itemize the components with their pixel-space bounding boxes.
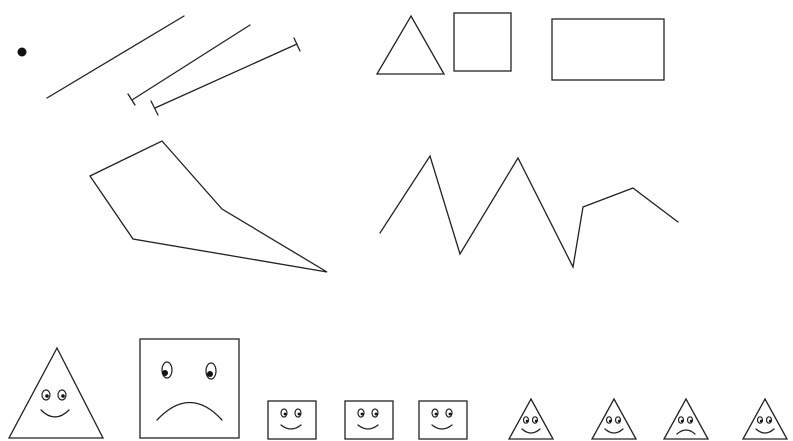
faces-row <box>9 339 787 439</box>
frown-mouth <box>157 403 222 421</box>
square-smile-face-2 <box>345 401 393 439</box>
triangle-figure <box>377 16 444 74</box>
open-polyline-figure <box>380 156 678 267</box>
smile-mouth <box>605 429 623 433</box>
closed-polygon-figure <box>90 141 327 272</box>
smile-mouth <box>358 425 378 429</box>
triangle-smile-face-small-1 <box>509 399 553 439</box>
smile-mouth <box>41 410 69 417</box>
smile-mouth <box>756 429 774 433</box>
line-segment-figure <box>151 38 300 115</box>
triangle-smile-face-small-2 <box>592 399 636 439</box>
triangle-frown-face-small <box>664 399 708 439</box>
triangle-smile-face-large <box>9 348 103 438</box>
rectangle-figure <box>552 19 664 80</box>
triangle-smile-face-small-3 <box>743 399 787 439</box>
square-figure <box>454 13 511 71</box>
square-smile-face-3 <box>419 401 467 439</box>
frown-mouth <box>677 430 695 434</box>
smile-mouth <box>281 425 301 429</box>
square-smile-face-1 <box>268 401 316 439</box>
smile-mouth <box>522 429 540 433</box>
line-figure <box>47 16 184 98</box>
polylines-row <box>90 141 678 272</box>
basic-figures-row <box>18 13 665 115</box>
point-dot <box>18 48 27 57</box>
eye-icon <box>162 362 172 378</box>
square-frown-face-large <box>140 339 239 438</box>
smile-mouth <box>432 425 452 429</box>
